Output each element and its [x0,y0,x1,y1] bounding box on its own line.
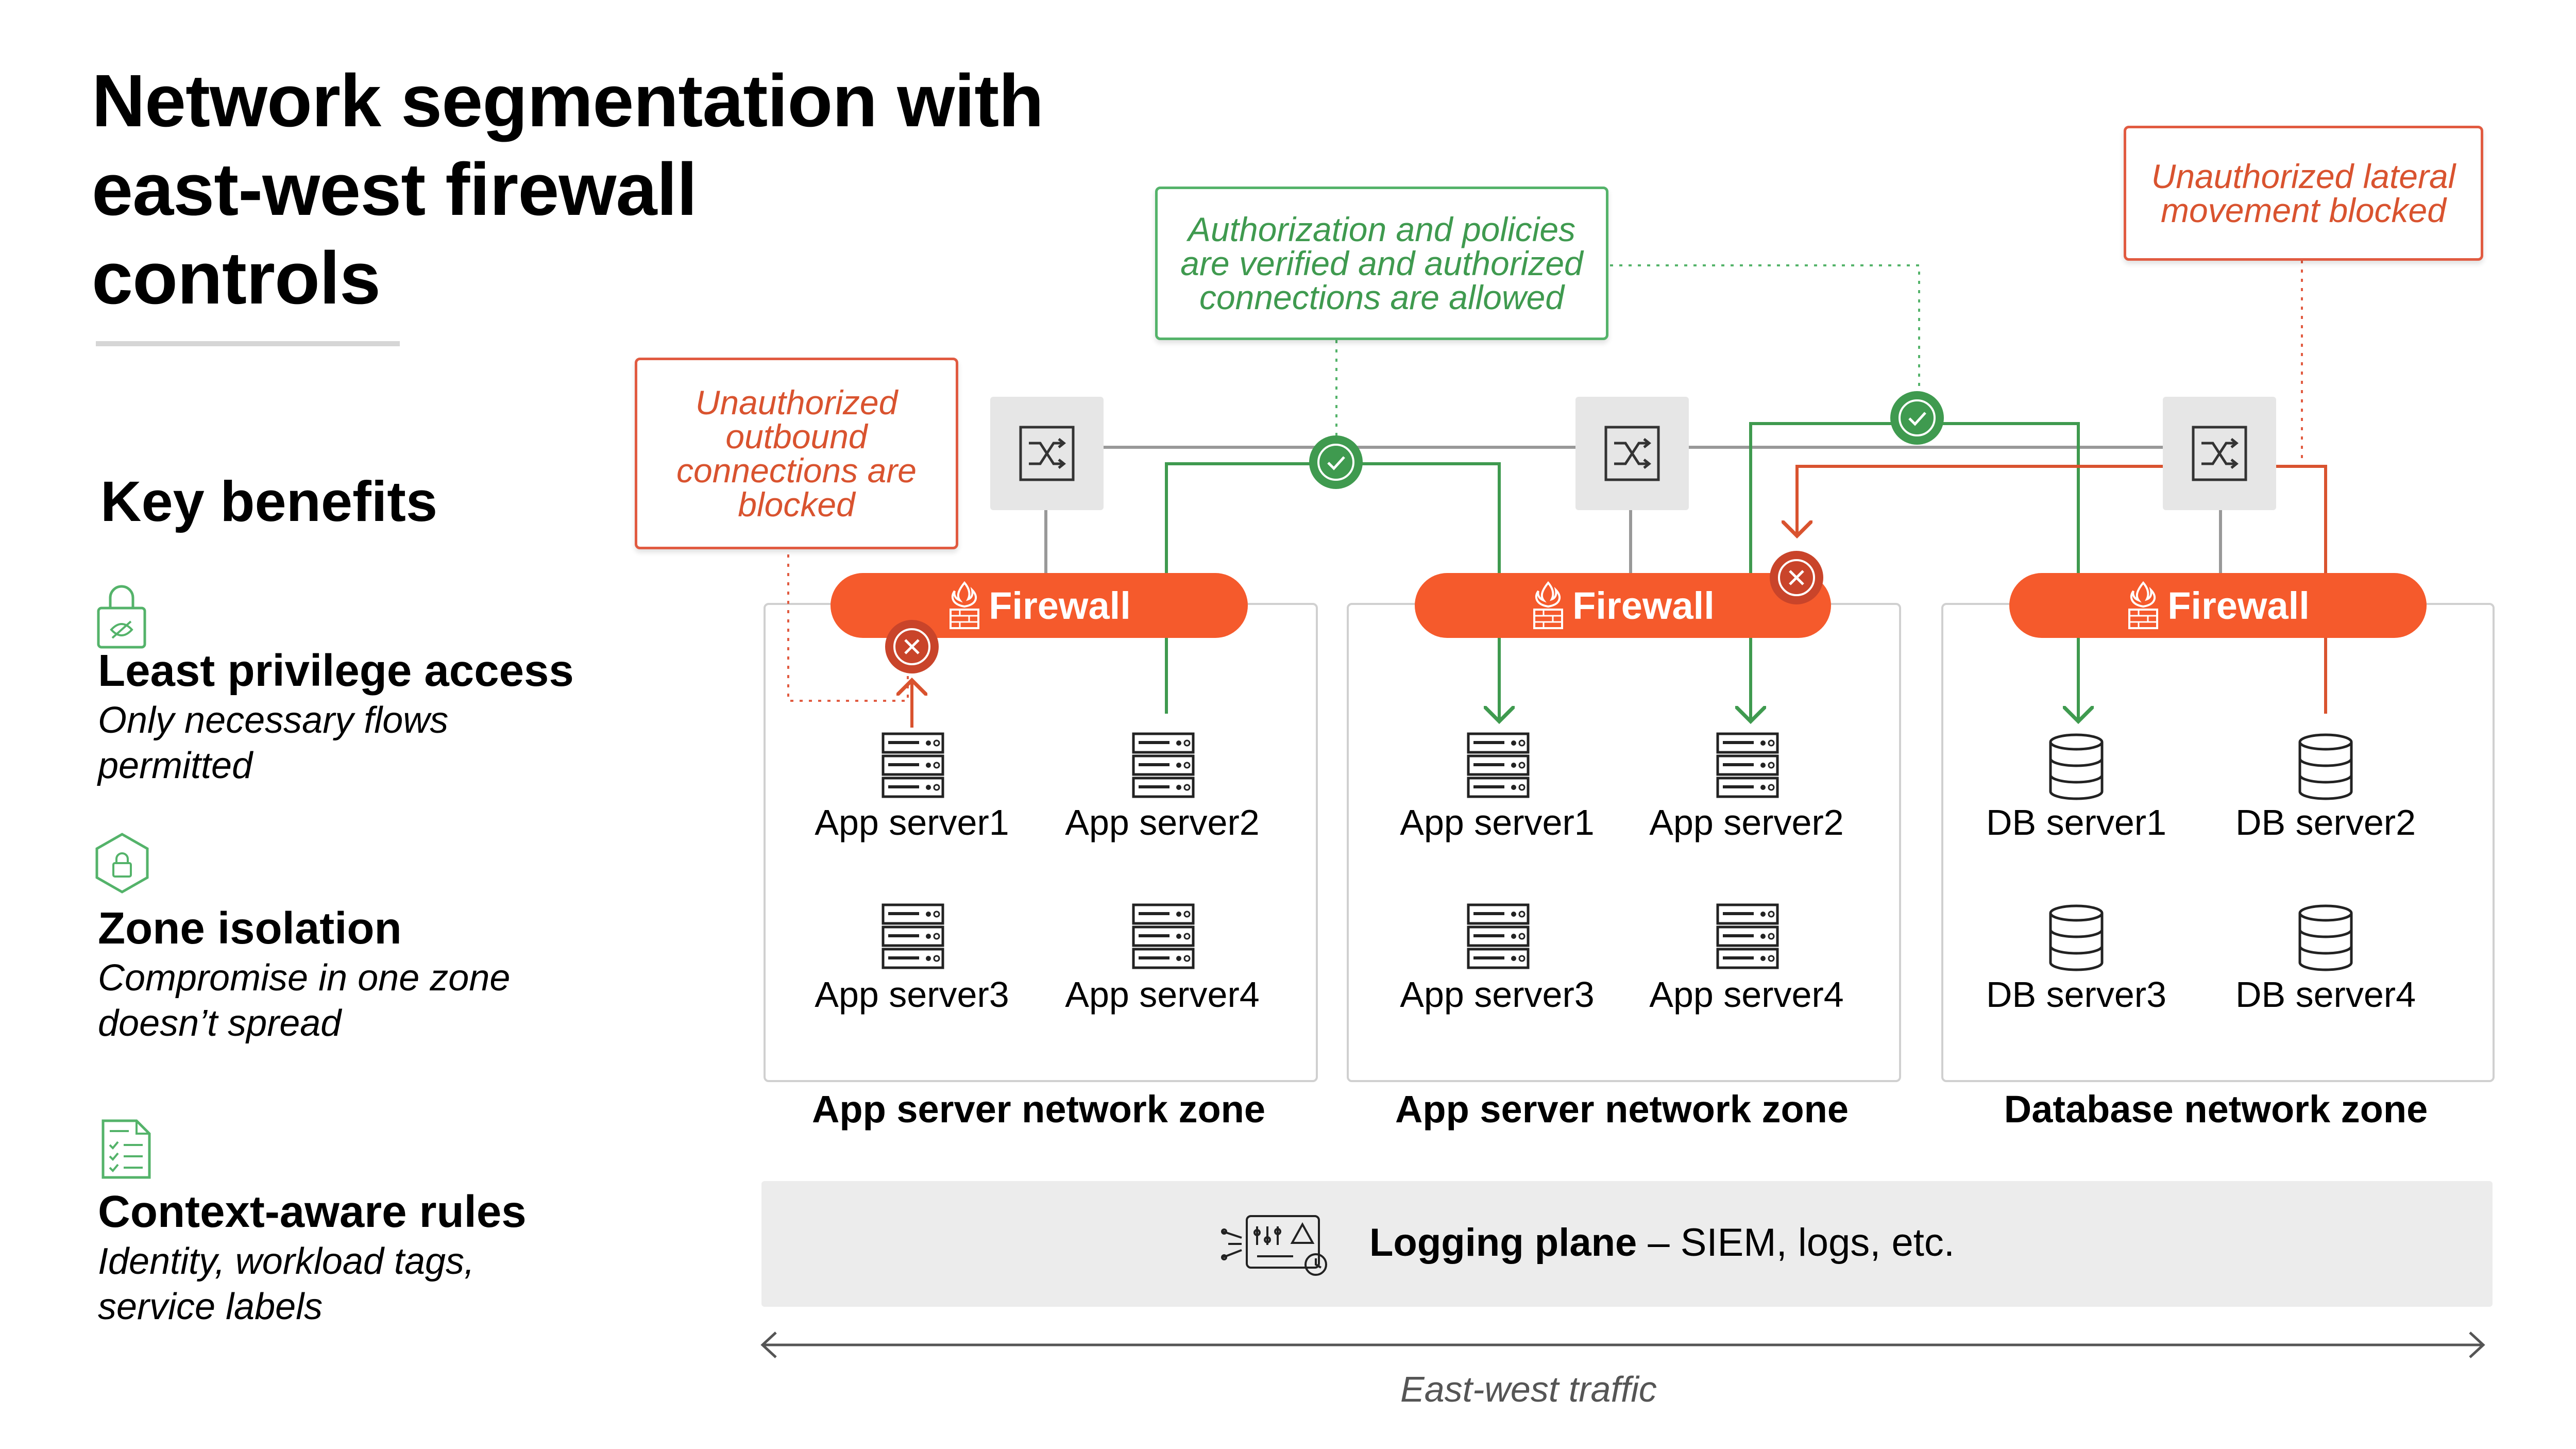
page-title: Network segmentation with east-west fire… [92,59,1044,319]
server-label: App server3 [815,974,1009,1015]
zone-label-app-1: App server network zone [811,1088,1265,1131]
network-switch-2 [1575,397,1689,510]
server-label: App server1 [1400,802,1595,843]
network-switch-1 [990,397,1104,510]
callout-lateral-blocked: Unauthorized lateral movement blocked [2124,126,2483,261]
server-rack-icon [1716,903,1779,969]
server-icon-z2-1 [1466,732,1530,801]
firewall-icon [2128,581,2159,629]
firewall-label: Firewall [1572,584,1715,627]
zone-box-app-2 [1347,603,1901,1082]
server-rack-icon [882,903,944,969]
benefit-desc-zone-isolation: Compromise in one zone doesn’t spread [98,957,511,1044]
server-label: App server4 [1065,974,1260,1015]
server-label: DB server3 [1986,974,2167,1015]
benefit-desc-context-aware: Identity, workload tags, service labels [98,1241,475,1327]
zone-box-app-1 [764,603,1318,1082]
callout-authorized-allowed: Authorization and policies are verified … [1155,187,1608,340]
server-label: App server3 [1400,974,1595,1015]
title-divider [96,341,400,346]
db-icon-z3-1 [2047,733,2105,803]
database-icon [2298,904,2353,971]
server-label: App server4 [1649,974,1844,1015]
zone-label-db: Database network zone [2004,1088,2428,1131]
east-west-arrow [760,1332,2485,1358]
server-rack-icon [1467,903,1530,969]
firewall-1: Firewall [831,573,1248,638]
server-icon-z2-3 [1466,903,1530,972]
lock-shield-icon [96,582,147,652]
database-icon [2298,733,2353,800]
server-rack-icon [1467,732,1530,798]
server-label: App server2 [1649,802,1844,843]
db-icon-z3-4 [2297,904,2354,974]
server-rack-icon [882,732,944,798]
database-icon [2049,904,2104,971]
server-label: App server2 [1065,802,1260,843]
database-icon [2049,733,2104,800]
rules-checklist-icon [100,1118,152,1183]
switch-icon [1019,426,1075,481]
hexagon-lock-icon [94,832,150,897]
blocked-x-icon [885,620,939,673]
firewall-label: Firewall [989,584,1131,627]
server-rack-icon [1132,903,1195,969]
firewall-3: Firewall [2009,573,2427,638]
server-rack-icon [1716,732,1779,798]
server-label: DB server1 [1986,802,2167,843]
firewall-2: Firewall [1415,573,1831,638]
server-label: DB server2 [2235,802,2416,843]
benefit-title-context-aware: Context-aware rules [98,1187,527,1237]
server-icon-z1-4 [1131,903,1195,972]
server-label: DB server4 [2235,974,2416,1015]
firewall-icon [1533,581,1564,629]
firewall-icon [950,581,980,629]
logging-plane-desc: – SIEM, logs, etc. [1637,1221,1955,1265]
benefit-title-least-privilege: Least privilege access [98,646,574,696]
server-icon-z1-2 [1131,732,1195,801]
monitoring-dashboard-icon [1221,1211,1340,1280]
logging-plane [761,1181,2493,1307]
switch-icon [2192,426,2247,481]
server-label: App server1 [815,802,1009,843]
allowed-check-icon [1309,435,1363,489]
db-icon-z3-2 [2297,733,2354,803]
server-rack-icon [1132,732,1195,798]
server-icon-z1-3 [881,903,945,972]
callout-outbound-blocked: Unauthorized outbound connections are bl… [635,358,958,549]
east-west-traffic-label: East-west traffic [1400,1369,1657,1409]
firewall-label: Firewall [2167,584,2310,627]
server-icon-z2-4 [1716,903,1780,972]
zone-box-db [1941,603,2495,1082]
zone-label-app-2: App server network zone [1395,1088,1849,1131]
network-switch-3 [2163,397,2276,510]
logging-plane-label: Logging plane – SIEM, logs, etc. [1369,1220,1955,1265]
allowed-check-icon [1890,391,1944,445]
benefit-desc-least-privilege: Only necessary flows permitted [98,700,449,786]
blocked-x-icon [1770,551,1823,604]
benefit-title-zone-isolation: Zone isolation [98,903,402,953]
key-benefits-heading: Key benefits [100,470,438,533]
switch-icon [1604,426,1660,481]
server-icon-z2-2 [1716,732,1780,801]
logging-plane-title: Logging plane [1369,1221,1637,1265]
db-icon-z3-3 [2047,904,2105,974]
server-icon-z1-1 [881,732,945,801]
